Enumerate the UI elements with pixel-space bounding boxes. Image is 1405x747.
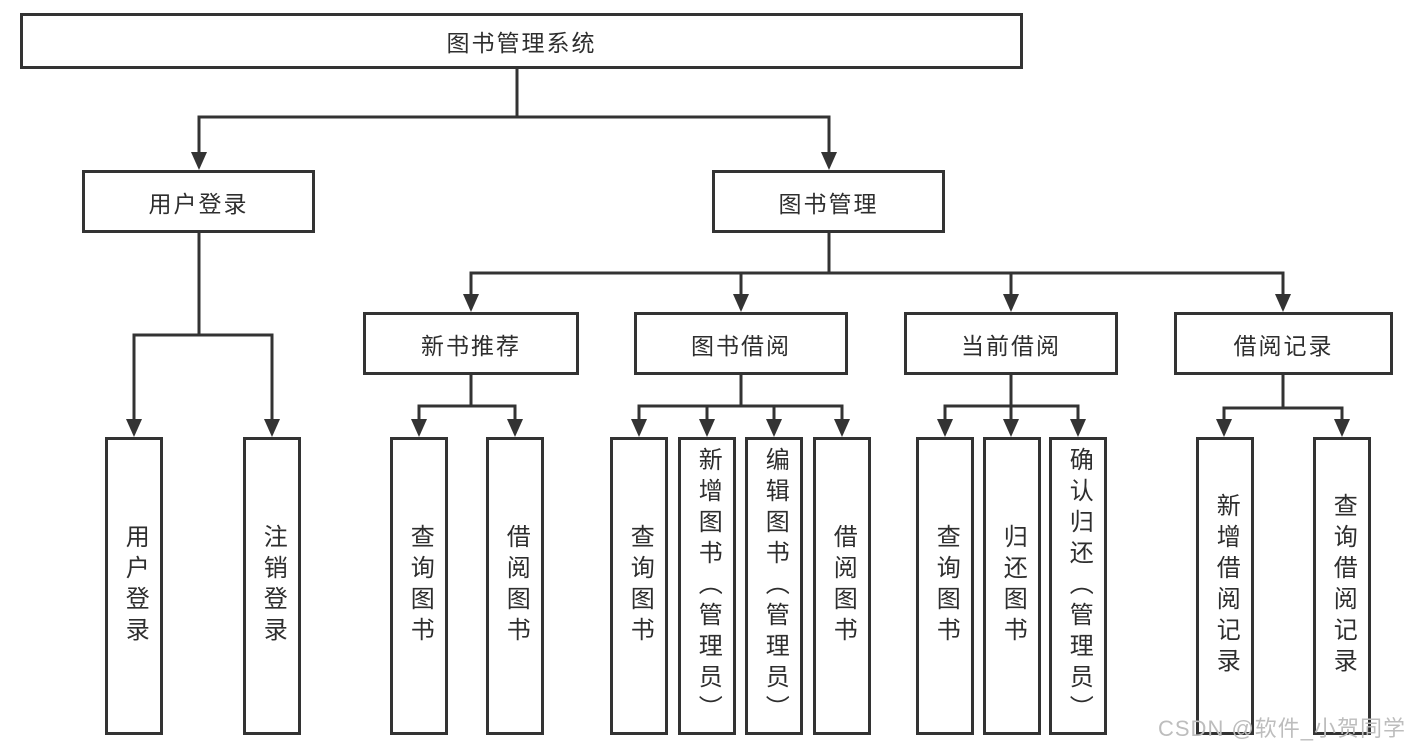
arrow-down-icon (1003, 419, 1019, 437)
node-book-management: 图书管理 (712, 170, 945, 233)
node-label: 新书推荐 (421, 332, 521, 359)
csdn-watermark: CSDN @软件_小贺同学 (1158, 716, 1405, 741)
connector-user-login-children (126, 233, 280, 437)
arrow-down-icon (1216, 419, 1232, 437)
node-new-books: 新书推荐 (363, 312, 579, 375)
node-leaf-new-books-borrow: 借阅图书 (486, 437, 544, 735)
arrow-down-icon (1334, 419, 1350, 437)
node-current-borrowing: 当前借阅 (904, 312, 1118, 375)
arrow-down-icon (191, 152, 207, 170)
node-root-library-system: 图书管理系统 (20, 13, 1023, 69)
connector-current-borrowing-children (937, 375, 1086, 437)
node-label: 确认归还（管理员） (1065, 446, 1093, 726)
node-label: 当前借阅 (961, 332, 1061, 359)
node-label: 注销登录 (259, 524, 287, 648)
node-leaf-current-confirm: 确认归还（管理员） (1049, 437, 1107, 735)
node-label: 借阅记录 (1233, 332, 1334, 359)
arrow-down-icon (733, 294, 749, 312)
node-book-borrowing: 图书借阅 (634, 312, 848, 375)
node-user-login: 用户登录 (82, 170, 315, 233)
node-label: 用户登录 (121, 524, 149, 648)
arrow-down-icon (1275, 294, 1291, 312)
node-label: 新增图书（管理员） (694, 446, 722, 726)
arrow-down-icon (463, 294, 479, 312)
node-label: 新增借阅记录 (1212, 493, 1240, 679)
arrow-down-icon (937, 419, 953, 437)
node-label: 编辑图书（管理员） (761, 446, 789, 726)
node-leaf-borrowing-edit: 编辑图书（管理员） (745, 437, 803, 735)
arrow-down-icon (1070, 419, 1086, 437)
node-leaf-current-query: 查询图书 (916, 437, 974, 735)
node-label: 图书管理 (778, 190, 879, 217)
arrow-down-icon (821, 152, 837, 170)
arrow-down-icon (264, 419, 280, 437)
node-label: 查询图书 (626, 524, 654, 648)
connector-book-borrowing-children (631, 375, 850, 437)
node-leaf-records-add: 新增借阅记录 (1196, 437, 1254, 735)
connector-borrowing-records-children (1216, 375, 1350, 437)
node-leaf-logout: 注销登录 (243, 437, 301, 735)
node-label: 查询借阅记录 (1329, 493, 1357, 679)
node-leaf-user-login: 用户登录 (105, 437, 163, 735)
arrow-down-icon (699, 419, 715, 437)
arrow-down-icon (631, 419, 647, 437)
node-leaf-borrowing-borrow: 借阅图书 (813, 437, 871, 735)
node-leaf-borrowing-query: 查询图书 (610, 437, 668, 735)
node-leaf-new-books-query: 查询图书 (390, 437, 448, 735)
node-label: 借阅图书 (829, 524, 857, 648)
arrow-down-icon (834, 419, 850, 437)
node-label: 归还图书 (999, 524, 1027, 648)
connector-book-management-to-level3 (463, 233, 1291, 312)
node-leaf-current-return: 归还图书 (983, 437, 1041, 735)
node-label: 查询图书 (406, 524, 434, 648)
node-borrowing-records: 借阅记录 (1174, 312, 1393, 375)
node-label: 借阅图书 (502, 524, 530, 648)
node-leaf-records-query: 查询借阅记录 (1313, 437, 1371, 735)
arrow-down-icon (126, 419, 142, 437)
connector-new-books-children (411, 375, 523, 437)
node-label: 图书管理系统 (446, 30, 597, 56)
node-leaf-borrowing-add: 新增图书（管理员） (678, 437, 736, 735)
connector-root-to-level2 (191, 68, 837, 170)
node-label: 用户登录 (148, 190, 249, 217)
node-label: 查询图书 (932, 524, 960, 648)
arrow-down-icon (766, 419, 782, 437)
arrow-down-icon (411, 419, 427, 437)
node-label: 图书借阅 (691, 332, 791, 359)
arrow-down-icon (1003, 294, 1019, 312)
arrow-down-icon (507, 419, 523, 437)
